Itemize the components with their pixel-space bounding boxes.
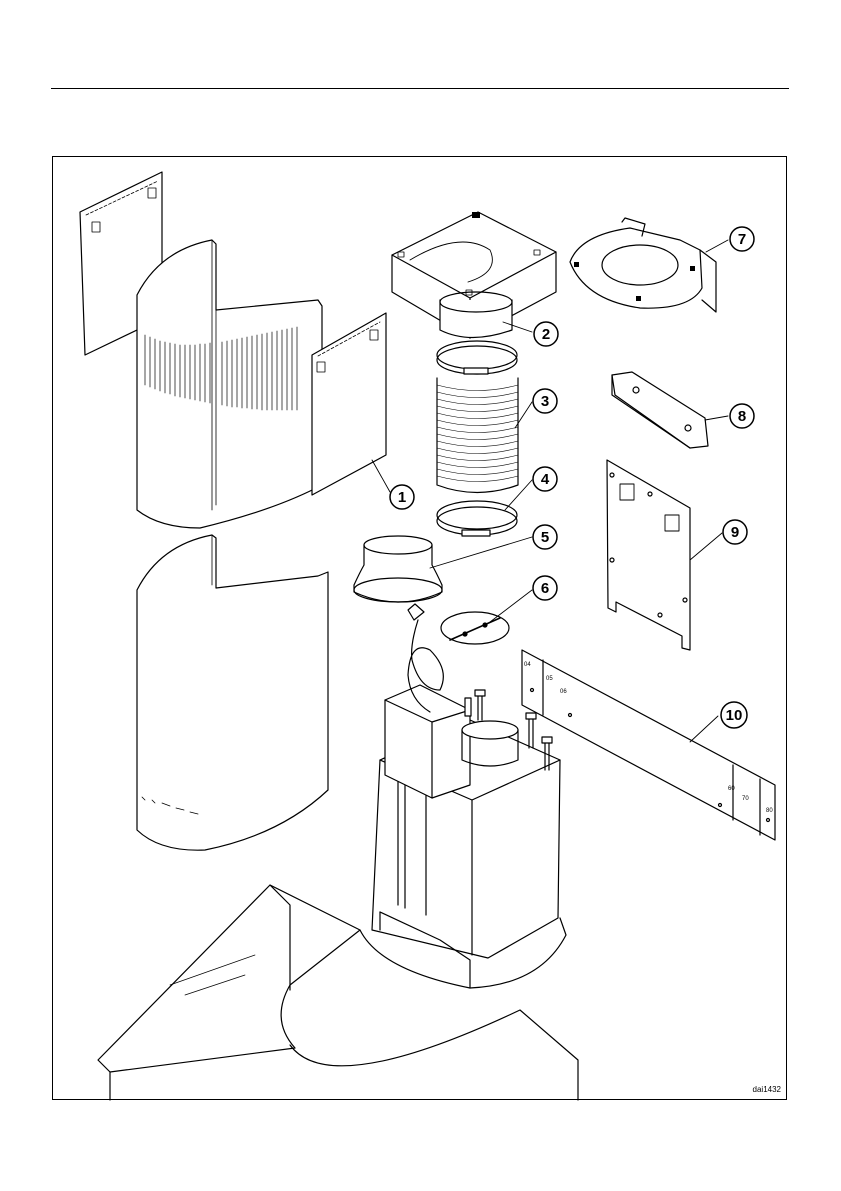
callout-label: 6 <box>541 580 549 597</box>
callout-3: 3 <box>533 389 557 413</box>
callout-10: 10 <box>721 702 747 728</box>
spacer-strip <box>522 650 775 840</box>
lower-chimney-cover <box>137 535 328 850</box>
hose-clamp-bottom <box>437 501 517 536</box>
callout-label: 7 <box>738 231 746 248</box>
strip-marking: 60 <box>728 786 735 792</box>
callout-9: 9 <box>723 520 747 544</box>
callout-label: 5 <box>541 529 549 546</box>
callout-5: 5 <box>533 525 557 549</box>
electronics-box <box>385 685 471 798</box>
callout-label: 8 <box>738 408 746 425</box>
cover-sheet-part-1 <box>312 313 386 495</box>
strip-marking: 04 <box>524 662 531 668</box>
callout-2: 2 <box>534 322 558 346</box>
strip-marking: 80 <box>766 808 773 814</box>
callout-4: 4 <box>533 467 557 491</box>
backflow-flap <box>441 612 509 644</box>
duct-adapter <box>354 536 442 602</box>
callout-label: 3 <box>541 393 549 410</box>
back-plate <box>607 460 690 650</box>
flexible-hose <box>437 378 518 493</box>
callout-label: 9 <box>731 524 739 541</box>
hose-clamp-top <box>437 341 517 374</box>
rail-bracket <box>612 372 708 448</box>
callout-1: 1 <box>390 485 414 509</box>
callout-7: 7 <box>730 227 754 251</box>
upper-chimney-cover <box>137 240 322 528</box>
callout-8: 8 <box>730 404 754 428</box>
callout-label: 1 <box>398 489 406 506</box>
ceiling-bracket <box>570 218 716 312</box>
strip-marking: 70 <box>742 796 749 802</box>
callout-label: 10 <box>726 707 743 724</box>
figure-id: dai1432 <box>753 1085 781 1094</box>
strip-marking: 05 <box>546 676 553 682</box>
air-transition-box <box>392 212 556 338</box>
callout-label: 2 <box>542 326 550 343</box>
strip-marking: 06 <box>560 689 567 695</box>
callout-label: 4 <box>541 471 550 488</box>
callout-6: 6 <box>533 576 557 600</box>
